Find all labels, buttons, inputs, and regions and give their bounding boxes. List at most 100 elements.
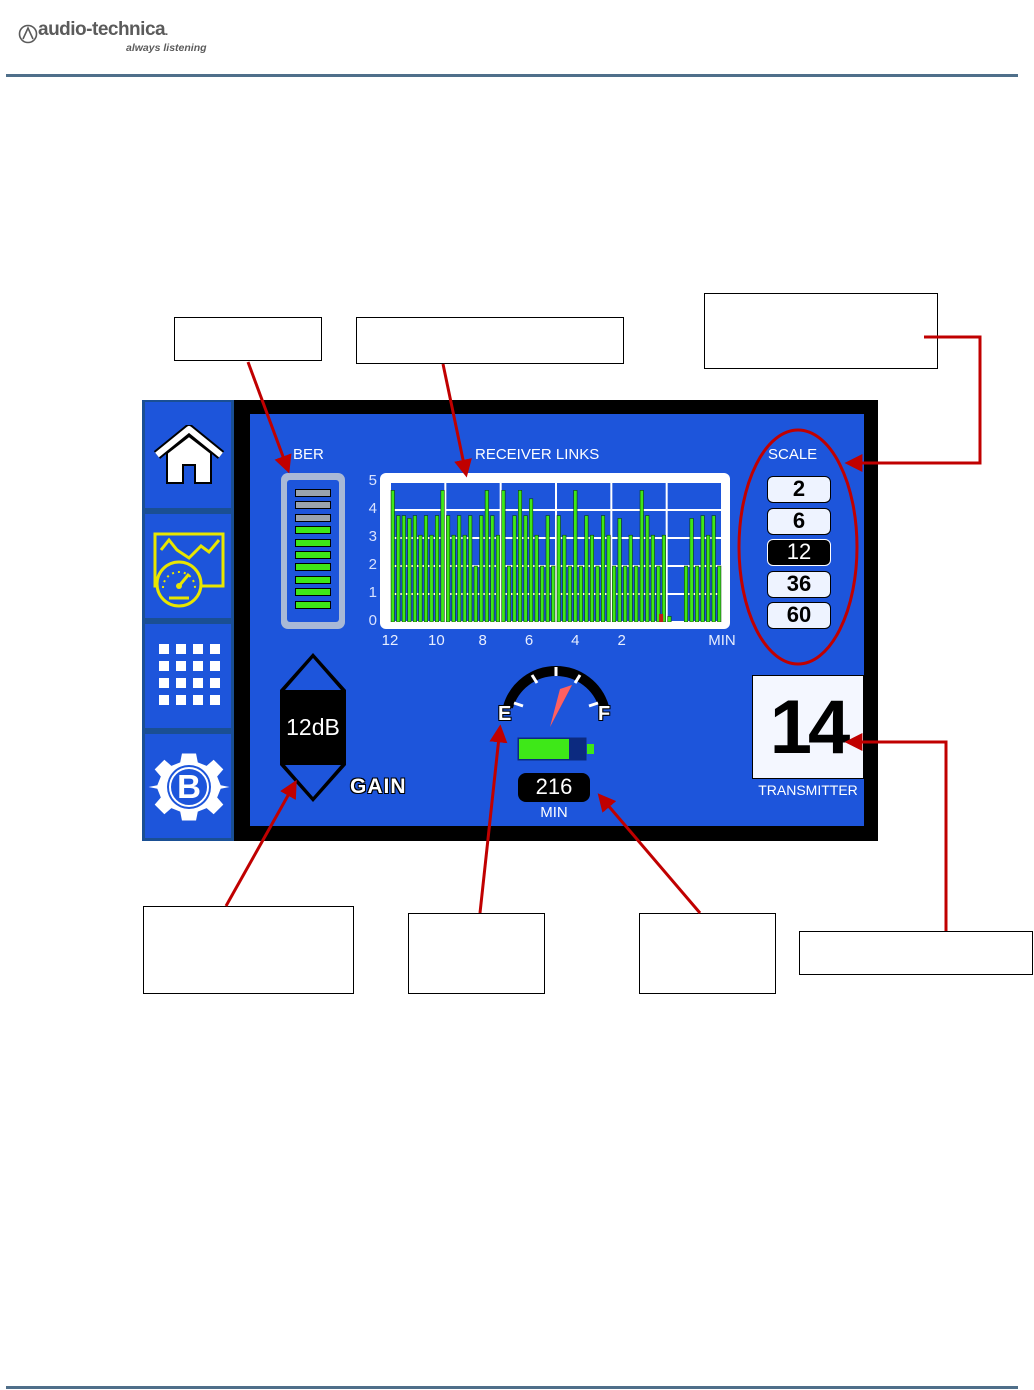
ber-segment [295, 575, 331, 584]
chart-bar [479, 515, 484, 622]
runtime-unit: MIN [540, 804, 568, 821]
chart-bar [506, 565, 511, 622]
y-tick-label: 4 [368, 500, 377, 517]
chart-bar [429, 534, 434, 622]
chart-bar [490, 515, 495, 622]
chart-bar [435, 515, 440, 622]
brand-dot: . [165, 26, 168, 38]
chart-bar [573, 490, 578, 622]
dashboard-gauge-icon [153, 532, 225, 608]
chart-bar [396, 515, 401, 622]
chart-bar [606, 534, 611, 622]
chart-bar [484, 490, 489, 622]
chart-bar [601, 515, 606, 622]
chart-bar [540, 565, 545, 622]
x-tick-label: 8 [478, 632, 487, 649]
transmitter-display[interactable] [752, 675, 864, 779]
grid-dot [210, 695, 220, 705]
ber-segment [295, 501, 331, 510]
chart-bar [473, 565, 478, 622]
chart-bar [700, 515, 705, 622]
chart-bar [412, 515, 417, 622]
chart-bar [706, 534, 711, 622]
gain-control [280, 653, 346, 802]
callout-box-battery [408, 913, 545, 994]
runtime-display [518, 773, 590, 802]
chart-bar [695, 565, 700, 622]
chart-bar [457, 515, 462, 622]
chart-bar [645, 515, 650, 622]
sidebar-item-home[interactable] [145, 402, 231, 508]
ber-segment [295, 526, 331, 535]
chart-bar [717, 565, 722, 622]
settings-gear-b-icon: B [148, 753, 230, 821]
x-tick-label: MIN [708, 632, 736, 649]
scale-label: SCALE [768, 446, 818, 463]
chart-bar [711, 515, 716, 622]
ber-segment [295, 588, 331, 597]
callout-box-gain [143, 906, 354, 994]
scale-option-36[interactable]: 36 [767, 570, 831, 598]
callout-box-ber [174, 317, 322, 361]
scale-option-2[interactable]: 2 [767, 476, 831, 503]
grid-dot [193, 695, 203, 705]
sidebar-item-settings[interactable]: B [145, 734, 231, 838]
y-tick-label: 3 [368, 528, 377, 545]
brand-name: audio-technica. [38, 19, 168, 40]
chart-bar [529, 498, 534, 622]
ber-segment [295, 551, 331, 559]
chart-bar [534, 534, 539, 622]
chart-bar [612, 565, 617, 622]
battery-empty-label: E [498, 703, 512, 725]
sidebar-item-dashboard[interactable] [145, 514, 231, 618]
sidebar-item-grid[interactable] [145, 624, 231, 728]
grid-dot [193, 661, 203, 671]
scale-option-60[interactable]: 60 [767, 602, 831, 629]
ber-segment [295, 513, 331, 522]
chart-bar [462, 534, 467, 622]
chart-bar [656, 565, 661, 622]
grid-dot [210, 678, 220, 688]
gain-up-button[interactable] [278, 650, 348, 698]
footer-divider [6, 1386, 1018, 1389]
chart-bar [562, 534, 567, 622]
gain-down-button[interactable] [278, 757, 348, 805]
chart-bar [501, 490, 506, 622]
callout-box-transmitter [799, 931, 1033, 975]
ber-label: BER [293, 446, 324, 463]
chart-bar [451, 534, 456, 622]
x-tick-label: 4 [571, 632, 580, 649]
receiver-links-chart [390, 482, 722, 622]
battery-full-label: F [598, 703, 611, 725]
ber-segment [295, 538, 331, 547]
chart-bar [418, 534, 423, 622]
grid-dot [159, 644, 169, 654]
battery-icon [517, 737, 594, 761]
chart-bar [446, 515, 451, 622]
grid-dot [193, 678, 203, 688]
header-divider [6, 74, 1018, 77]
chart-bar [650, 534, 655, 622]
chart-bar [595, 565, 600, 622]
ber-segment [295, 489, 331, 497]
grid-dot [210, 644, 220, 654]
chart-bar [551, 565, 556, 622]
callout-box-scale [704, 293, 938, 369]
transmitter-label: TRANSMITTER [758, 782, 858, 798]
runtime-value: 216 [535, 774, 573, 799]
chart-bar [661, 534, 666, 622]
home-icon [153, 425, 225, 484]
x-tick-label: 12 [381, 632, 399, 649]
grid-dot [210, 661, 220, 671]
brand-tagline: always listening [126, 42, 207, 54]
chart-bar [667, 616, 672, 622]
chart-bar [468, 515, 473, 622]
scale-option-12[interactable]: 12 [767, 539, 831, 566]
scale-option-6[interactable]: 6 [767, 507, 831, 535]
chart-bar [407, 518, 412, 622]
gain-value: 12dB [286, 714, 340, 740]
chart-bar [634, 565, 639, 622]
chart-bar [578, 565, 583, 622]
grid-dot [159, 695, 169, 705]
chart-bar [390, 490, 395, 622]
